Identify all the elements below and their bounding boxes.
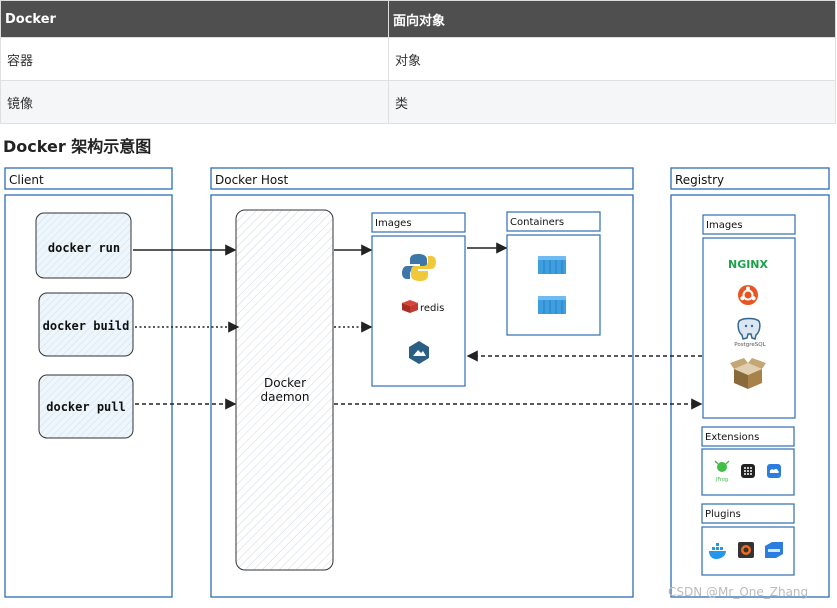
containers-label: Containers: [510, 217, 564, 228]
docker-daemon-box: [235, 209, 334, 571]
registry-label: Registry: [675, 173, 724, 187]
plugins-label: Plugins: [705, 509, 741, 520]
plugins-label-box: [701, 503, 795, 524]
extensions-label-box: [701, 426, 795, 447]
python-icon: [402, 254, 436, 281]
containers-box: [506, 234, 601, 336]
section-title: Docker 架构示意图: [3, 137, 152, 156]
watermark: CSDN @Mr_One_Zhang: [668, 585, 809, 599]
postgresql-icon: [737, 317, 761, 340]
registry-images-label-box: [702, 214, 796, 235]
container-icon: [538, 256, 566, 274]
redis-icon: [402, 300, 418, 313]
docker-whale-icon: [709, 543, 726, 559]
host-images-label: Images: [375, 218, 412, 229]
docker-host-section: Docker Host Docker daemon Images redis C: [210, 167, 634, 598]
client-label-box: [4, 167, 173, 190]
vmware-plugin-icon: [765, 542, 783, 558]
table-cell: 容器: [0, 37, 389, 81]
nginx-logo-text: NGINX: [728, 258, 769, 271]
daemon-label-line2: daemon: [261, 390, 310, 404]
table-row: 容器 对象: [0, 37, 836, 81]
grafana-icon: [738, 542, 754, 558]
host-label-box: [210, 167, 634, 190]
grid-extension-icon: [741, 464, 755, 478]
postgresql-text: PostgreSQL: [734, 342, 766, 348]
jfrog-icon: [714, 460, 730, 472]
docker-run-command: docker run: [48, 241, 120, 255]
table-cell: 类: [388, 80, 836, 124]
ubuntu-icon: [738, 285, 758, 305]
container-icon: [538, 296, 566, 314]
registry-images-label: Images: [706, 220, 743, 231]
client-section: Client docker run docker build docker pu…: [4, 167, 173, 598]
jfrog-text: JFrog: [715, 477, 728, 483]
table-cell: 镜像: [0, 80, 389, 124]
table-row: 镜像 类: [0, 80, 836, 124]
host-images-label-box: [371, 212, 466, 233]
docker-build-command: docker build: [43, 319, 130, 333]
comparison-table: Docker 面向对象 容器 对象 镜像 类: [0, 0, 836, 124]
registry-label-box: [670, 167, 830, 190]
docker-pull-command: docker pull: [46, 400, 125, 414]
docker-pull-box: [38, 374, 134, 439]
package-box-icon: [730, 358, 766, 389]
client-label: Client: [9, 173, 44, 187]
docker-run-box: [35, 212, 132, 279]
redis-text: redis: [420, 303, 444, 314]
alpine-icon: [409, 341, 429, 364]
host-label: Docker Host: [215, 173, 288, 187]
daemon-label-line1: Docker: [264, 376, 306, 390]
registry-section: Registry Images NGINX PostgreSQL Extensi…: [670, 167, 830, 598]
table-header-cell: Docker: [0, 0, 389, 38]
containers-label-box: [506, 211, 601, 232]
table-header-row: Docker 面向对象: [0, 0, 836, 38]
arrows: [133, 242, 703, 410]
docker-build-box: [38, 292, 134, 357]
extensions-label: Extensions: [705, 432, 759, 443]
cloud-extension-icon: [767, 464, 781, 478]
